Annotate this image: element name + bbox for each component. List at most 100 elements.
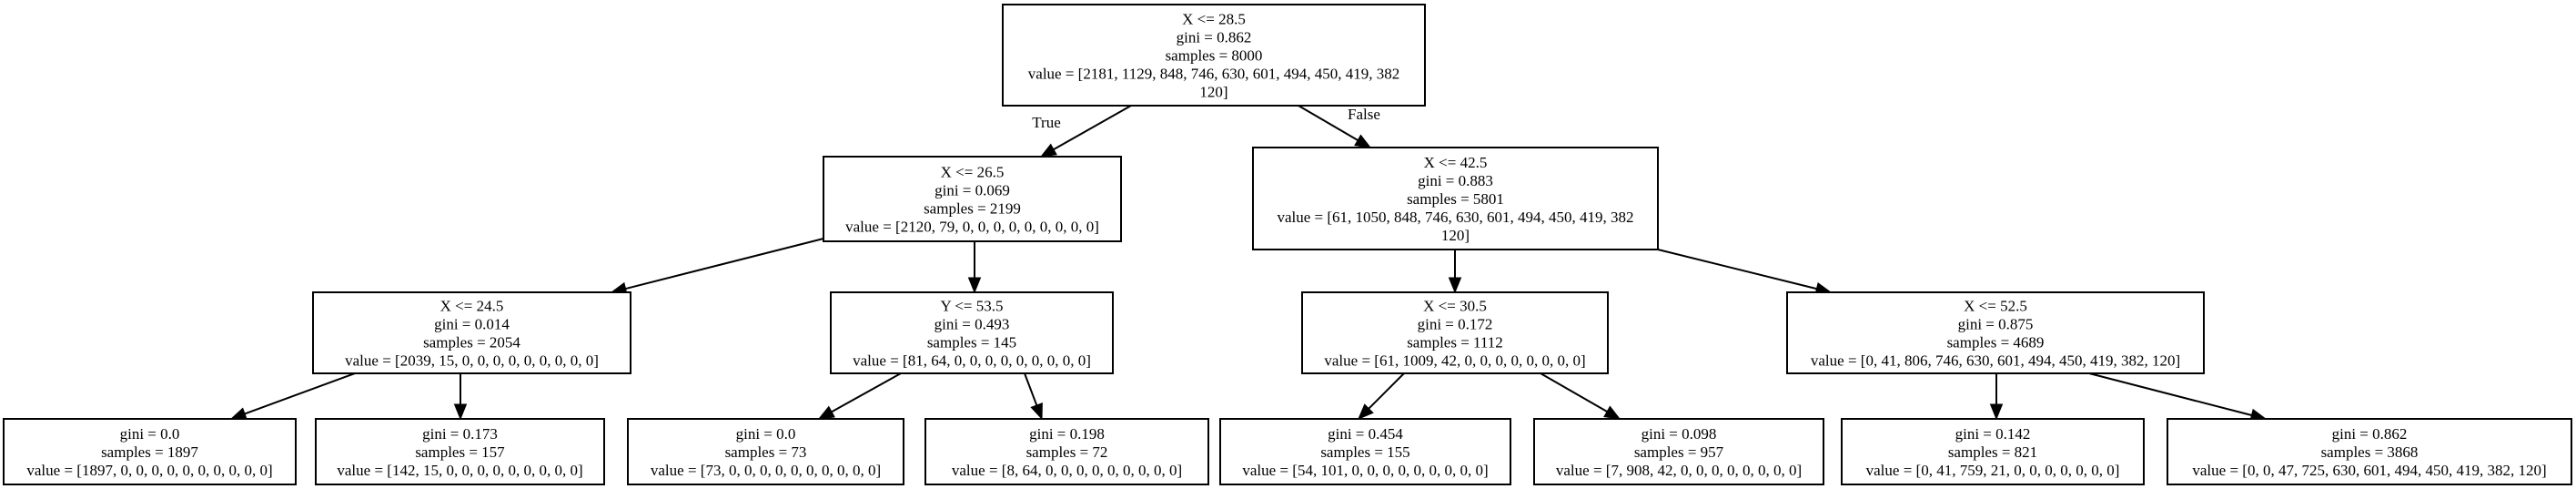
- node-box: [1219, 418, 1511, 485]
- edge-line: [831, 372, 902, 413]
- node-box: [1002, 4, 1426, 107]
- arrowhead-icon: [1030, 402, 1043, 421]
- node-box: [1841, 418, 2145, 485]
- node-text-line: value = [8, 64, 0, 0, 0, 0, 0, 0, 0, 0, …: [952, 462, 1182, 479]
- node-text-line: samples = 73: [725, 443, 807, 461]
- edge-n3-n7: [229, 372, 356, 421]
- arrowhead-icon: [453, 403, 468, 421]
- node-text-line: gini = 0.875: [1958, 316, 2034, 333]
- node-text-line: value = [61, 1009, 42, 0, 0, 0, 0, 0, 0,…: [1324, 352, 1585, 370]
- node-text-line: X <= 30.5: [1423, 298, 1487, 315]
- node-text-line: samples = 5801: [1407, 190, 1504, 208]
- node-text-line: samples = 2199: [924, 200, 1021, 218]
- node-text-line: value = [2181, 1129, 848, 746, 630, 601,…: [1028, 66, 1399, 83]
- node-text-line: gini = 0.862: [2332, 425, 2408, 443]
- edge-n6-n13: [1989, 373, 2004, 421]
- edge-line: [1540, 372, 1608, 413]
- node-box: [924, 418, 1209, 485]
- arrowhead-icon: [967, 277, 982, 294]
- edge-n6-n14: [2088, 372, 2268, 422]
- node-text-line: X <= 42.5: [1424, 154, 1488, 171]
- edge-n0-n1: True: [1032, 105, 1132, 158]
- node-box: [1301, 291, 1609, 374]
- node-text-line: samples = 3868: [2321, 443, 2419, 461]
- edge-line: [1298, 105, 1359, 141]
- arrowhead-icon: [1358, 403, 1374, 420]
- edge-n1-n3: [610, 238, 824, 295]
- node-text-line: X <= 28.5: [1182, 11, 1246, 28]
- node-box: [830, 291, 1114, 374]
- node-box: [3, 418, 297, 485]
- node-text-line: gini = 0.0: [736, 425, 796, 443]
- arrowhead-icon: [1989, 403, 2004, 421]
- node-text-line: samples = 155: [1320, 443, 1409, 461]
- node-text-line: samples = 1112: [1407, 334, 1503, 351]
- node-text-line: samples = 157: [415, 443, 505, 461]
- edge-label-false: False: [1348, 106, 1380, 123]
- node-text-line: gini = 0.173: [422, 425, 498, 443]
- node-text-line: gini = 0.493: [934, 316, 1010, 333]
- edge-n4-n9: [817, 372, 902, 420]
- node-text-line: 120]: [1199, 84, 1227, 101]
- node-text-line: samples = 4689: [1947, 334, 2045, 351]
- node-text-line: X <= 26.5: [941, 164, 1005, 181]
- node-text-line: value = [2039, 15, 0, 0, 0, 0, 0, 0, 0, …: [345, 352, 599, 370]
- node-box: [1786, 291, 2205, 374]
- node-text-line: X <= 52.5: [1964, 298, 2027, 315]
- node-text-line: value = [0, 41, 806, 746, 630, 601, 494,…: [1811, 352, 2180, 370]
- node-text-line: samples = 821: [1948, 443, 2037, 461]
- node-text-line: gini = 0.069: [934, 182, 1010, 199]
- node-box: [1533, 418, 1824, 485]
- node-text-line: value = [2120, 79, 0, 0, 0, 0, 0, 0, 0, …: [845, 219, 1099, 236]
- node-text-line: gini = 0.883: [1418, 172, 1493, 189]
- edge-n0-n2: False: [1298, 105, 1380, 148]
- edge-line: [2088, 372, 2252, 416]
- node-text-line: samples = 957: [1634, 443, 1724, 461]
- arrowhead-icon: [1603, 405, 1621, 420]
- node-box: [312, 291, 631, 374]
- edge-line: [244, 372, 356, 415]
- edge-n2-n6: [1657, 249, 1833, 296]
- edge-n1-n4: [967, 241, 982, 294]
- node-text-line: gini = 0.454: [1328, 425, 1403, 443]
- node-text-line: value = [54, 101, 0, 0, 0, 0, 0, 0, 0, 0…: [1242, 462, 1488, 479]
- edge-n2-n5: [1448, 250, 1462, 294]
- edge-n5-n12: [1540, 372, 1621, 420]
- node-box: [315, 418, 605, 485]
- edge-label-true: True: [1032, 114, 1061, 131]
- edge-n5-n11: [1358, 372, 1405, 420]
- node-text-line: gini = 0.014: [434, 316, 510, 333]
- node-text-line: gini = 0.142: [1955, 425, 2031, 443]
- node-text-line: gini = 0.098: [1642, 425, 1717, 443]
- node-box: [627, 418, 904, 485]
- edge-line: [1368, 372, 1405, 410]
- node-text-line: value = [61, 1050, 848, 746, 630, 601, 4…: [1277, 209, 1633, 226]
- node-text-line: value = [0, 41, 759, 21, 0, 0, 0, 0, 0, …: [1866, 462, 2120, 479]
- edge-n3-n8: [453, 373, 468, 421]
- arrowhead-icon: [817, 405, 835, 420]
- arrowhead-icon: [1039, 143, 1057, 158]
- arrowhead-icon: [1354, 134, 1372, 148]
- edge-n4-n10: [1024, 372, 1043, 421]
- node-text-line: samples = 1897: [101, 443, 198, 461]
- node-text-line: gini = 0.0: [120, 425, 180, 443]
- edge-line: [1657, 249, 1817, 290]
- node-text-line: value = [0, 0, 47, 725, 630, 601, 494, 4…: [2192, 462, 2546, 479]
- node-box: [823, 156, 1122, 242]
- node-box: [2167, 418, 2572, 485]
